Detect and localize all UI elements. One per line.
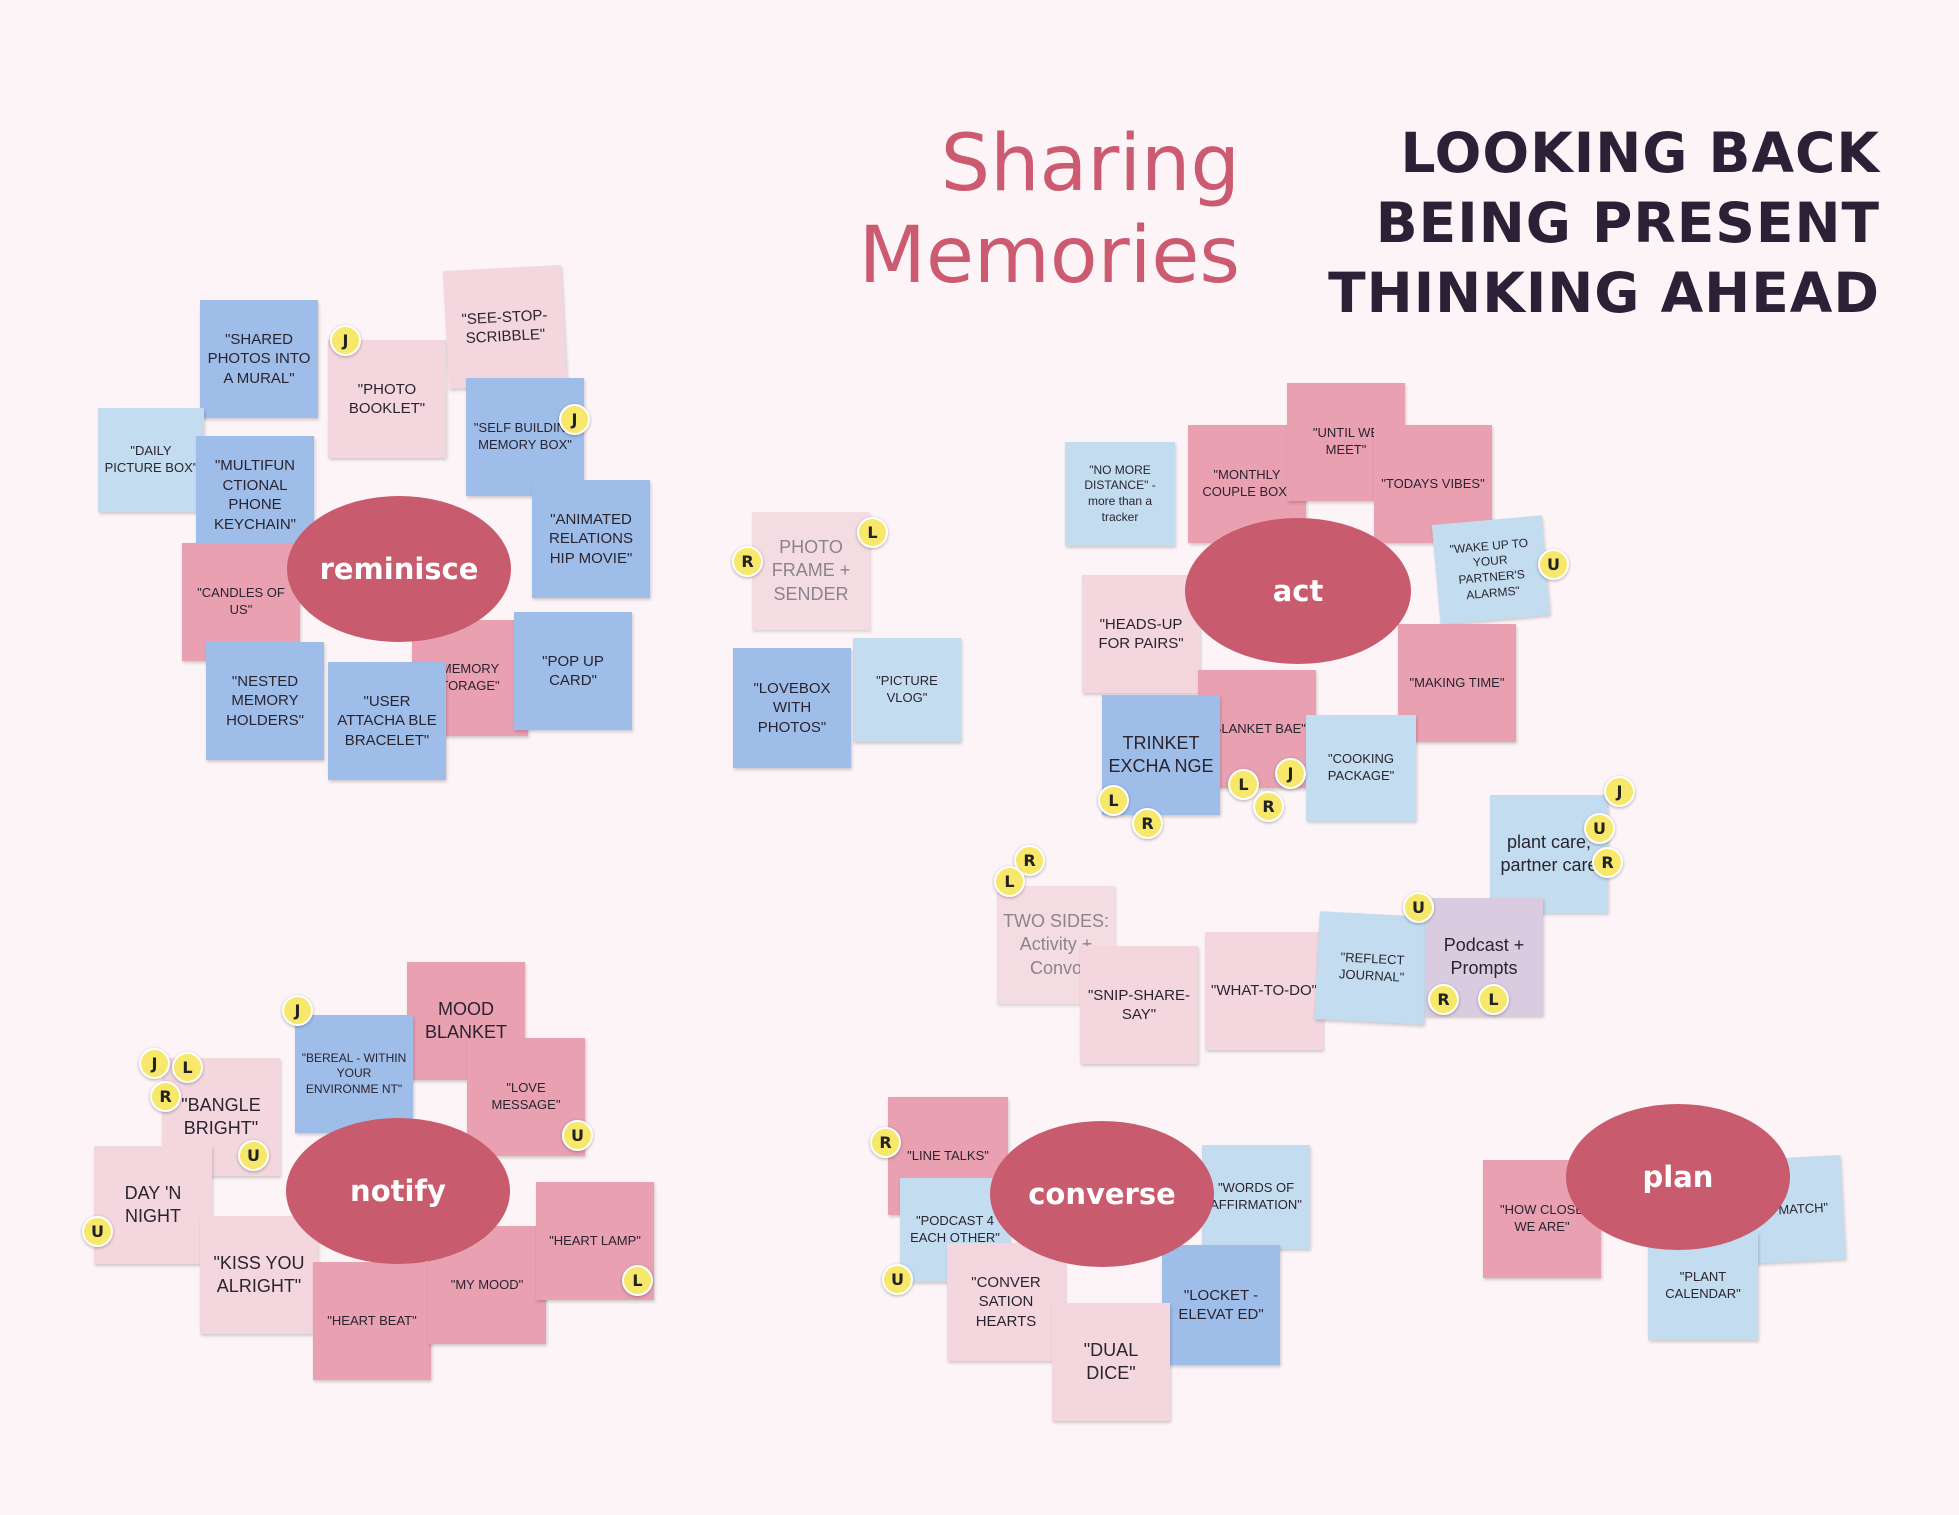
sticky-note[interactable]: "HEADS-UP FOR PAIRS" [1082,575,1200,693]
vote-dot: R [1014,845,1045,876]
vote-dot: J [1275,758,1306,789]
vote-dot: R [150,1081,181,1112]
sticky-note[interactable]: TWO SIDES: Activity + Convo [997,886,1115,1004]
vote-dot: L [994,866,1025,897]
vote-dot: J [559,404,590,435]
board-title-line-1: Sharing [940,119,1240,209]
board-title: Sharing Memories [800,118,1240,302]
board-title-line-2: Memories [858,211,1240,301]
vote-dot: U [1403,892,1434,923]
vote-dot: R [732,546,763,577]
vote-dot: L [622,1265,653,1296]
sticky-note[interactable]: "COOKING PACKAGE" [1306,715,1416,821]
vote-dot: R [1132,808,1163,839]
sticky-note[interactable]: "HEART LAMP" [536,1182,654,1300]
sticky-note[interactable]: plant care, partner care [1490,795,1608,913]
sticky-note[interactable]: DAY 'N NIGHT [94,1146,212,1264]
sticky-note[interactable]: "HEART BEAT" [313,1262,431,1380]
sticky-note[interactable]: "DUAL DICE" [1052,1303,1170,1421]
sticky-note[interactable]: "MULTIFUN CTIONAL PHONE KEYCHAIN" [196,436,314,554]
theme-being-present: BEING PRESENT [1375,191,1880,255]
vote-dot: L [857,517,888,548]
sticky-note[interactable]: "ANIMATED RELATIONS HIP MOVIE" [532,480,650,598]
vote-dot: J [1604,776,1635,807]
sticky-note[interactable]: "SNIP-SHARE-SAY" [1080,946,1198,1064]
vote-dot: R [1592,847,1623,878]
theme-looking-back: LOOKING BACK [1400,121,1880,185]
sticky-note[interactable]: "CANDLES OF US" [182,543,300,661]
vote-dot: U [238,1140,269,1171]
sticky-note[interactable]: "NESTED MEMORY HOLDERS" [206,642,324,760]
sticky-note[interactable]: "USER ATTACHA BLE BRACELET" [328,662,446,780]
cluster-label-plan: plan [1566,1104,1790,1250]
cluster-label-converse: converse [990,1121,1214,1267]
vote-dot: U [1584,813,1615,844]
theme-thinking-ahead: THINKING AHEAD [1328,261,1880,325]
sticky-note[interactable]: "WORDS OF AFFIRMATION" [1202,1145,1310,1249]
sticky-note[interactable]: "LOCKET - ELEVAT ED" [1162,1245,1280,1365]
sticky-note[interactable]: "PLANT CALENDAR" [1648,1232,1758,1340]
cluster-label-reminisce: reminisce [287,496,511,642]
sticky-note[interactable]: "MAKING TIME" [1398,624,1516,742]
cluster-label-notify: notify [286,1118,510,1264]
sticky-note[interactable]: "SELF BUILDING MEMORY BOX" [466,378,584,496]
vote-dot: L [1478,984,1509,1015]
sticky-note[interactable]: "WHAT-TO-DO" [1205,932,1323,1050]
vote-dot: U [562,1120,593,1151]
vote-dot: U [82,1216,113,1247]
sticky-note[interactable]: "POP UP CARD" [514,612,632,730]
vote-dot: R [1253,791,1284,822]
vote-dot: J [282,995,313,1026]
sticky-note[interactable]: "DAILY PICTURE BOX" [98,408,204,512]
sticky-note[interactable]: "SHARED PHOTOS INTO A MURAL" [200,300,318,418]
sticky-note[interactable]: "PHOTO BOOKLET" [328,340,446,458]
sticky-note[interactable]: "PICTURE VLOG" [853,638,961,742]
sticky-note[interactable]: "REFLECT JOURNAL" [1314,911,1430,1025]
vote-dot: R [870,1127,901,1158]
sticky-note[interactable]: PHOTO FRAME + SENDER [752,512,870,630]
vote-dot: J [330,325,361,356]
sticky-note[interactable]: "SEE-STOP-SCRIBBLE" [442,264,568,390]
sticky-note[interactable]: "NO MORE DISTANCE" - more than a tracker [1065,442,1175,546]
cluster-label-act: act [1185,518,1411,664]
vote-dot: J [139,1048,170,1079]
theme-list: LOOKING BACK BEING PRESENT THINKING AHEA… [1300,118,1880,328]
vote-dot: L [1098,785,1129,816]
vote-dot: R [1428,984,1459,1015]
sticky-note[interactable]: "WAKE UP TO YOUR PARTNER'S ALARMS" [1431,515,1551,625]
vote-dot: U [1538,549,1569,580]
sticky-note[interactable]: "CONVER SATION HEARTS [947,1243,1065,1361]
sticky-note[interactable]: "LOVEBOX WITH PHOTOS" [733,648,851,768]
sticky-note[interactable]: "BEREAL - WITHIN YOUR ENVIRONME NT" [295,1015,413,1133]
sticky-note[interactable]: "KISS YOU ALRIGHT" [200,1216,318,1334]
vote-dot: L [1228,769,1259,800]
vote-dot: L [172,1052,203,1083]
vote-dot: U [882,1264,913,1295]
